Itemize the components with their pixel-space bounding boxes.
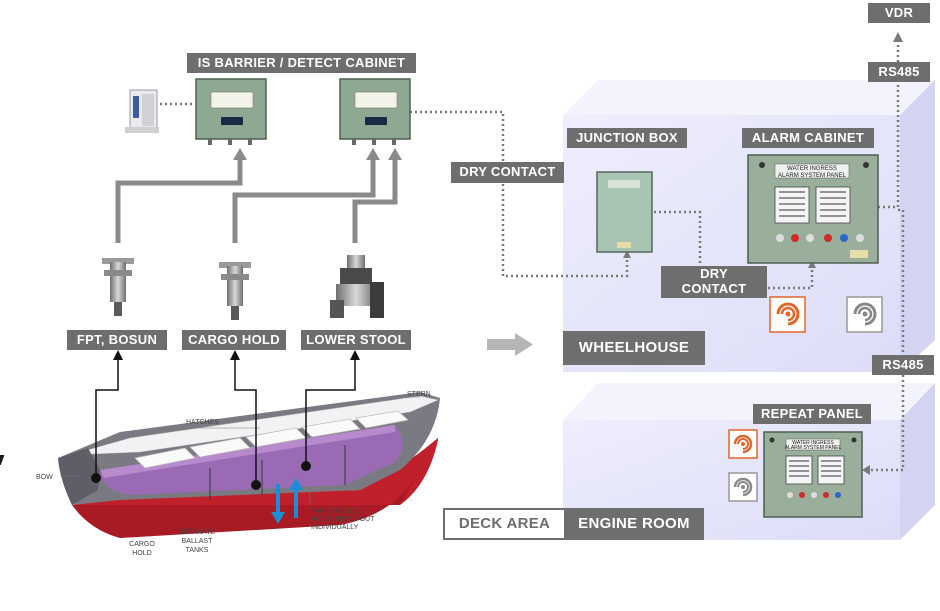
label-wheelhouse: WHEELHOUSE bbox=[563, 331, 705, 365]
ship-label-hatches: HATCHES bbox=[186, 419, 219, 426]
ship-label-tanks-3: INDIVIDUALLY bbox=[311, 524, 359, 531]
label-alarm-cabinet: ALARM CABINET bbox=[742, 128, 874, 148]
label-rs485-mid: RS485 bbox=[872, 355, 934, 375]
cable-arrowheads bbox=[233, 148, 402, 160]
sensor-cables bbox=[115, 158, 398, 243]
label-dry-contact-right-line2: CONTACT bbox=[681, 281, 747, 296]
label-fpt-bosun: FPT, BOSUN bbox=[67, 330, 167, 350]
alarm-panel-title-1: WATER INGRESS bbox=[787, 166, 837, 172]
label-lower-stool: LOWER STOOL bbox=[301, 330, 411, 350]
label-engine-room: ENGINE ROOM bbox=[564, 508, 704, 540]
dotted-arrowheads bbox=[623, 32, 903, 475]
alarm-cabinet-panel bbox=[747, 154, 879, 264]
dotted-signal-lines bbox=[160, 40, 905, 472]
label-repeat-panel: REPEAT PANEL bbox=[753, 404, 871, 424]
label-junction-box: JUNCTION BOX bbox=[567, 128, 687, 148]
leader-arrowheads bbox=[113, 350, 360, 360]
alarm-sound-icon-orange-1 bbox=[769, 296, 806, 333]
sensor-fpt-bosun bbox=[102, 258, 134, 316]
junction-box bbox=[596, 171, 653, 253]
label-is-barrier-detect-cabinet: IS BARRIER / DETECT CABINET bbox=[187, 53, 416, 73]
ship-label-tanks-1: TANKS FILLED bbox=[311, 508, 360, 515]
label-rs485-top: RS485 bbox=[868, 62, 930, 82]
flow-arrow bbox=[487, 333, 533, 356]
bulk-carrier-ship bbox=[0, 392, 440, 538]
alarm-panel-title-2: ALARM SYSTEM PANEL bbox=[778, 173, 847, 179]
ship-label-cargo-1: CARGO bbox=[129, 541, 155, 548]
label-dry-contact-right-line1: DRY bbox=[700, 266, 728, 282]
ship-label-ballast-3: TANKS bbox=[186, 547, 209, 554]
alarm-sound-icon-gray-2 bbox=[728, 472, 758, 502]
label-vdr: VDR bbox=[868, 3, 930, 23]
ship-label-ballast-1: SEPARATE bbox=[179, 529, 216, 536]
ship-label-bow: BOW bbox=[36, 474, 53, 481]
alarm-sound-icon-gray-1 bbox=[846, 296, 883, 333]
repeat-panel-unit bbox=[763, 431, 863, 518]
detect-cabinet-1 bbox=[195, 78, 267, 145]
alarm-sound-icon-orange-2 bbox=[728, 429, 758, 459]
ballast-water-arrows bbox=[271, 478, 303, 524]
label-deck-area: DECK AREA bbox=[443, 508, 566, 540]
sensor-lower-stool bbox=[330, 255, 384, 318]
ship-label-ballast-2: BALLAST bbox=[182, 538, 213, 545]
sensor-cargo-hold bbox=[219, 262, 251, 320]
sensor-location-leaders bbox=[95, 358, 356, 485]
is-barrier-module bbox=[125, 89, 159, 133]
ship-label-tanks-2: AND PUMPED OUT bbox=[311, 516, 375, 523]
repeat-panel-title-1: WATER INGRESS bbox=[792, 440, 834, 446]
ship-label-cargo-2: HOLD bbox=[132, 550, 151, 557]
label-cargo-hold: CARGO HOLD bbox=[182, 330, 286, 350]
ship-label-stern: STERN bbox=[407, 391, 431, 398]
sensor-location-dots bbox=[91, 461, 311, 490]
label-dry-contact-left: DRY CONTACT bbox=[451, 162, 564, 183]
detect-cabinet-2 bbox=[339, 78, 411, 145]
repeat-panel-title-2: ALARM SYSTEM PANEL bbox=[785, 445, 842, 451]
label-dry-contact-right: DRY CONTACT bbox=[661, 266, 767, 298]
